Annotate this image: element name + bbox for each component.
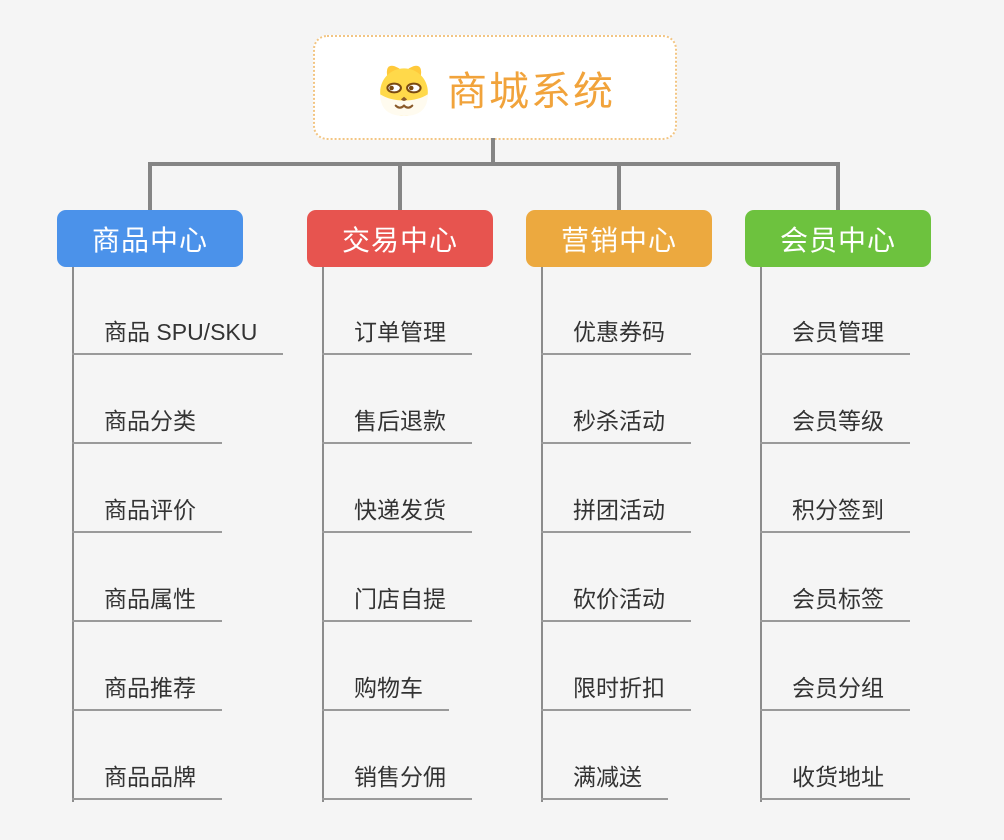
connector-root-stem [491, 138, 495, 164]
leaf-node[interactable]: 收货地址 [760, 763, 910, 800]
leaf-node[interactable]: 拼团活动 [541, 496, 691, 533]
branch-items-products: 商品 SPU/SKU 商品分类 商品评价 商品属性 商品推荐 商品品牌 [57, 267, 337, 812]
leaf-node[interactable]: 商品品牌 [72, 763, 222, 800]
leaf-node[interactable]: 商品属性 [72, 585, 222, 622]
leaf-node[interactable]: 秒杀活动 [541, 407, 691, 444]
leaf-node[interactable]: 售后退款 [322, 407, 472, 444]
leaf-node[interactable]: 积分签到 [760, 496, 910, 533]
leaf-node[interactable]: 会员分组 [760, 674, 910, 711]
leaf-node[interactable]: 会员标签 [760, 585, 910, 622]
leaf-node[interactable]: 会员管理 [760, 318, 910, 355]
leaf-node[interactable]: 限时折扣 [541, 674, 691, 711]
root-node[interactable]: 商城系统 [313, 35, 677, 140]
leaf-node[interactable]: 商品评价 [72, 496, 222, 533]
branch-items-marketing: 优惠券码 秒杀活动 拼团活动 砍价活动 限时折扣 满减送 [526, 267, 806, 812]
branch-header-trade[interactable]: 交易中心 [307, 210, 493, 267]
branch-header-members[interactable]: 会员中心 [745, 210, 931, 267]
leaf-node[interactable]: 商品分类 [72, 407, 222, 444]
shiba-dog-icon [380, 65, 428, 116]
leaf-node[interactable]: 门店自提 [322, 585, 472, 622]
leaf-node[interactable]: 满减送 [541, 763, 668, 800]
connector-drop-members [836, 164, 840, 210]
branch-items-trade: 订单管理 售后退款 快递发货 门店自提 购物车 销售分佣 [307, 267, 587, 812]
leaf-node[interactable]: 订单管理 [322, 318, 472, 355]
connector-drop-marketing [617, 164, 621, 210]
branch-trunk-line [322, 267, 324, 802]
leaf-node[interactable]: 优惠券码 [541, 318, 691, 355]
leaf-node[interactable]: 商品 SPU/SKU [72, 318, 284, 355]
branch-marketing: 营销中心 优惠券码 秒杀活动 拼团活动 砍价活动 限时折扣 满减送 [526, 210, 712, 802]
leaf-node[interactable]: 会员等级 [760, 407, 910, 444]
branch-products: 商品中心 商品 SPU/SKU 商品分类 商品评价 商品属性 商品推荐 商品品牌 [57, 210, 284, 802]
branch-trade: 交易中心 订单管理 售后退款 快递发货 门店自提 购物车 销售分佣 [307, 210, 493, 802]
leaf-node[interactable]: 销售分佣 [322, 763, 472, 800]
branch-items-members: 会员管理 会员等级 积分签到 会员标签 会员分组 收货地址 [745, 267, 1004, 812]
leaf-node[interactable]: 购物车 [322, 674, 449, 711]
branch-members: 会员中心 会员管理 会员等级 积分签到 会员标签 会员分组 收货地址 [745, 210, 931, 802]
branch-trunk-line [760, 267, 762, 802]
branch-trunk-line [541, 267, 543, 802]
leaf-node[interactable]: 砍价活动 [541, 585, 691, 622]
branch-header-products[interactable]: 商品中心 [57, 210, 243, 267]
branch-trunk-line [72, 267, 74, 802]
leaf-node[interactable]: 商品推荐 [72, 674, 222, 711]
root-title: 商城系统 [447, 69, 615, 114]
connector-drop-products [148, 164, 152, 210]
branch-header-marketing[interactable]: 营销中心 [526, 210, 712, 267]
leaf-node[interactable]: 快递发货 [322, 496, 472, 533]
connector-horizontal-bar [148, 162, 840, 166]
connector-drop-trade [398, 164, 402, 210]
